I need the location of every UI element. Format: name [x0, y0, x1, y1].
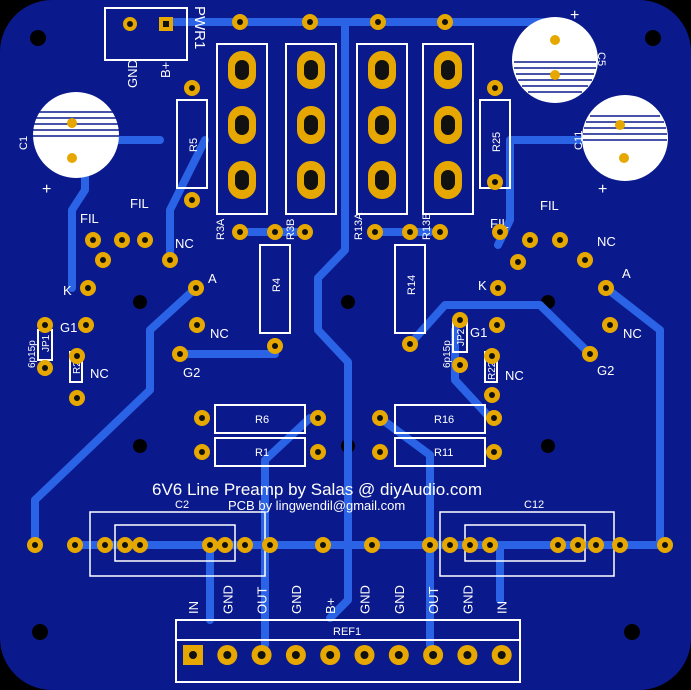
ref1-pin-label: GND	[392, 585, 407, 614]
c1-plus: +	[42, 181, 51, 198]
r3a-label: R3A	[215, 218, 227, 240]
right-fil-2: FIL	[540, 198, 559, 213]
r16-label: R16	[434, 414, 454, 426]
left-fil-2: FIL	[130, 196, 149, 211]
r25-label: R25	[491, 132, 503, 152]
left-nc-top: NC	[175, 236, 194, 251]
jp2-value: 6p15p	[442, 340, 453, 368]
r5-label: R5	[188, 138, 200, 152]
c5-plus: +	[570, 7, 579, 24]
ref1-pin-hole	[257, 651, 266, 659]
tube-left-pin-labels: FIL FIL NC K A G1 NC NC G2	[60, 196, 229, 381]
left-a: A	[208, 271, 217, 286]
ref1-pin-hole	[394, 651, 403, 659]
left-nc-mid: NC	[210, 326, 229, 341]
left-g1: G1	[60, 320, 77, 335]
jp1-label: JP1	[41, 334, 52, 352]
ref1-pin-label: GND	[460, 585, 475, 614]
left-g2: G2	[183, 365, 200, 380]
ref1-pin-label: IN	[186, 601, 201, 614]
r3b-label: R3B	[285, 219, 297, 240]
ref1-pin-label: OUT	[255, 587, 270, 615]
electrolytic-capacitors: C1 + C5 + C11 +	[18, 7, 668, 198]
left-fil-1: FIL	[80, 211, 99, 226]
right-g1: G1	[470, 325, 487, 340]
pwr-pin-bplus: B+	[158, 62, 173, 78]
ref1-pin-label: GND	[289, 585, 304, 614]
c11-label: C11	[573, 131, 585, 150]
ref1-pin-label: GND	[358, 585, 373, 614]
r13a-label: R13A	[353, 212, 365, 240]
c12-label: C12	[524, 499, 544, 511]
r6-label: R6	[255, 414, 269, 426]
right-nc-low: NC	[505, 368, 524, 383]
ref1-connector: REF1 IN GND OUT GND B+ GND GND OUT GND IN	[175, 585, 521, 683]
right-g2: G2	[597, 363, 614, 378]
ref1-pin-label: GND	[220, 585, 235, 614]
jp2-label: JP2	[456, 328, 467, 346]
r2-label: R2	[72, 361, 83, 374]
through-hole-pads	[27, 14, 673, 553]
ref1-pin-hole	[291, 651, 300, 659]
resistor-labels: R5 R25 R4 R14 R6 R1 R16 R11 R2 R22 JP1 J…	[27, 132, 503, 459]
right-k: K	[478, 278, 487, 293]
r14-label: R14	[406, 275, 418, 295]
tube-sockets: R3A R3B R13A R13B	[215, 43, 474, 240]
left-nc-low: NC	[90, 366, 109, 381]
left-k: K	[63, 283, 72, 298]
r11-label: R11	[434, 447, 453, 459]
ref1-pin-hole	[463, 651, 472, 659]
ref1-pin-hole	[326, 651, 335, 659]
c1-label: C1	[18, 136, 30, 150]
r1-label: R1	[255, 447, 269, 459]
ref1-pin-hole	[223, 651, 232, 659]
power-connector: PWR1 GND B+	[104, 6, 208, 88]
ref1-pin-hole	[360, 651, 369, 659]
c2-label: C2	[175, 499, 189, 511]
right-nc-mid: NC	[623, 326, 642, 341]
ref1-pin-hole	[429, 651, 438, 659]
board-credit: PCB by lingwendil@gmail.com	[228, 498, 405, 513]
pwr-pin-gnd: GND	[125, 59, 140, 88]
jp1-value: 6p15p	[27, 340, 38, 368]
c11-plus: +	[598, 181, 607, 198]
ref1-pin-label: IN	[495, 601, 510, 614]
right-nc-top: NC	[597, 234, 616, 249]
ref1-pin-label: OUT	[426, 587, 441, 615]
c5-label: C5	[595, 52, 607, 66]
board-title: 6V6 Line Preamp by Salas @ diyAudio.com	[152, 480, 482, 499]
r4-label: R4	[271, 278, 283, 292]
ref1-pin-hole	[497, 651, 506, 659]
right-a: A	[622, 266, 631, 281]
ref1-pin-label: B+	[323, 598, 338, 614]
ref1-label: REF1	[333, 626, 361, 638]
r13b-label: R13B	[421, 212, 433, 240]
r22-label: R22	[487, 361, 498, 380]
pwr1-label: PWR1	[191, 6, 208, 49]
ref1-pin-hole	[189, 651, 197, 659]
